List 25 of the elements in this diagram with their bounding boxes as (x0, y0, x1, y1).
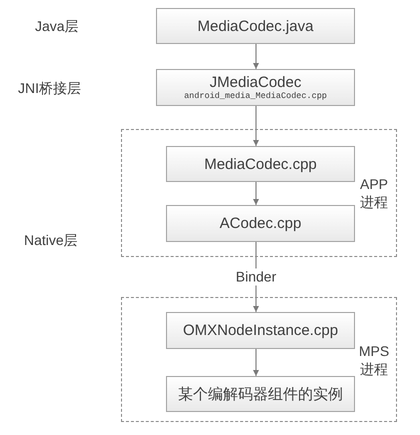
group-label: MPS 进程 (358, 342, 390, 378)
layer-label: Java层 (35, 17, 79, 36)
arrow (253, 182, 259, 206)
process-box (156, 8, 355, 44)
box-label: 某个编解码器组件的实例 (178, 386, 343, 402)
process-box (166, 312, 355, 349)
box-label: MediaCodec.java (198, 18, 314, 34)
file-name-label: android_media_MediaCodec.cpp (184, 90, 327, 102)
dashed-group-frame (121, 129, 397, 257)
edge-label: Binder (234, 268, 278, 286)
arrow (253, 44, 259, 70)
process-box (166, 146, 355, 182)
layer-label: JNI桥接层 (18, 79, 81, 98)
process-box (166, 376, 355, 412)
box-label: JMediaCodec (210, 74, 302, 90)
box-label: ACodec.cpp (220, 215, 302, 232)
dashed-group-frame (121, 297, 397, 422)
process-box (156, 69, 355, 106)
layer-label: Native层 (24, 231, 78, 250)
arrow (253, 106, 259, 146)
box-label: MediaCodec.cpp (204, 156, 317, 172)
arrow (253, 348, 259, 376)
box-label: OMXNodeInstance.cpp (182, 322, 338, 339)
process-box (166, 205, 355, 242)
group-label: APP 进程 (358, 175, 389, 211)
